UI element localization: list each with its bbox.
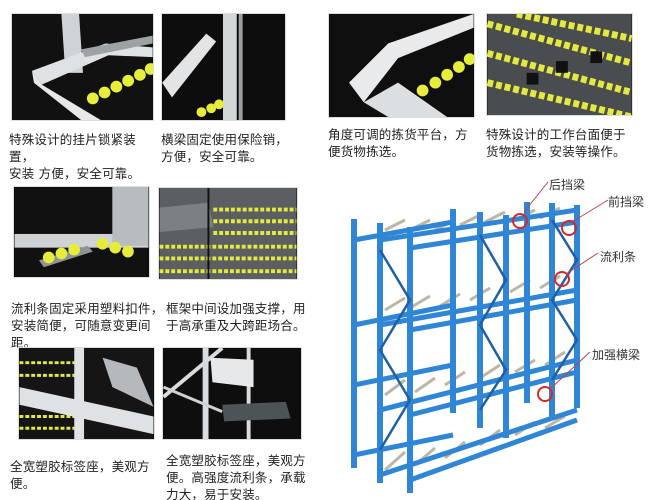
photo-mid-support [158, 187, 298, 280]
photo-work-surface [486, 13, 633, 116]
caption-line: 全宽塑胶标签座，美观方 [10, 459, 150, 474]
rack-joint-photo-icon [12, 14, 153, 120]
caption-work-surface: 特殊设计的工作台面便于 货物拣选，安装等操作。 [486, 126, 646, 160]
caption-line: 横梁固定使用保险销， [161, 132, 289, 147]
caption-plastic-clips: 流利条固定采用塑料扣件， 安装简便，可随意变更间距。 [11, 300, 171, 351]
caption-line: 特殊设计的工作台面便于 [486, 127, 626, 142]
label-rear-beam: 后挡梁 [549, 178, 586, 192]
photo-label-holder [18, 347, 155, 440]
photo-shelf [162, 347, 302, 440]
caption-line: 便货物拣选。 [328, 144, 405, 159]
label-flow-rail: 流利条 [600, 250, 637, 264]
support-photo-icon [159, 188, 297, 279]
caption-label-holder: 全宽塑胶标签座，美观方 便。 [10, 458, 160, 492]
caption-line: 角度可调的拣货平台，方 [328, 127, 468, 142]
beam-pin-photo-icon [162, 14, 285, 120]
caption-line: 安装 方便，安全可靠。 [9, 166, 141, 181]
platform-photo-icon [329, 14, 474, 117]
label-holder-photo-icon [19, 348, 154, 439]
shelf-photo-icon [163, 348, 301, 439]
caption-picking-platform: 角度可调的拣货平台，方 便货物拣选。 [328, 126, 483, 160]
photo-plastic-clips [13, 186, 150, 278]
photo-hanger-lock [11, 13, 154, 121]
caption-line: 便。高强度流利条，承载 [166, 470, 306, 485]
caption-line: 方便，安全可靠。 [161, 149, 263, 164]
roller-tracks-photo-icon [487, 14, 632, 115]
caption-line: 流利条固定采用塑料扣件， [11, 301, 164, 316]
caption-line: 货物拣选，安装等操作。 [486, 144, 626, 159]
caption-line: 安装简便，可随意变更间距。 [11, 318, 151, 350]
caption-line: 力大，易于安装。 [166, 487, 268, 500]
caption-line: 便。 [10, 476, 36, 491]
label-reinforce-beam: 加强横梁 [592, 348, 641, 362]
caption-beam-pin: 横梁固定使用保险销， 方便，安全可靠。 [161, 131, 301, 165]
caption-line: 框架中间设加强支撑，用 [166, 301, 306, 316]
photo-beam-pin [161, 13, 286, 121]
caption-line: 特殊设计的挂片锁紧装置， [9, 132, 137, 164]
caption-mid-support: 框架中间设加强支撑，用 于高承重及大跨距场合。 [166, 300, 316, 334]
photo-picking-platform [328, 13, 475, 118]
flow-rack-icon [351, 202, 580, 493]
caption-line: 于高承重及大跨距场合。 [166, 318, 306, 333]
caption-line: 全宽塑胶标签座，美观方 [166, 453, 306, 468]
clip-photo-icon [14, 187, 149, 277]
caption-hanger-lock: 特殊设计的挂片锁紧装置， 安装 方便，安全可靠。 [9, 131, 159, 182]
caption-label-holder-rail: 全宽塑胶标签座，美观方 便。高强度流利条，承载 力大，易于安装。 [166, 452, 316, 500]
label-front-beam: 前挡梁 [608, 195, 645, 209]
flow-rack-diagram [340, 180, 590, 500]
